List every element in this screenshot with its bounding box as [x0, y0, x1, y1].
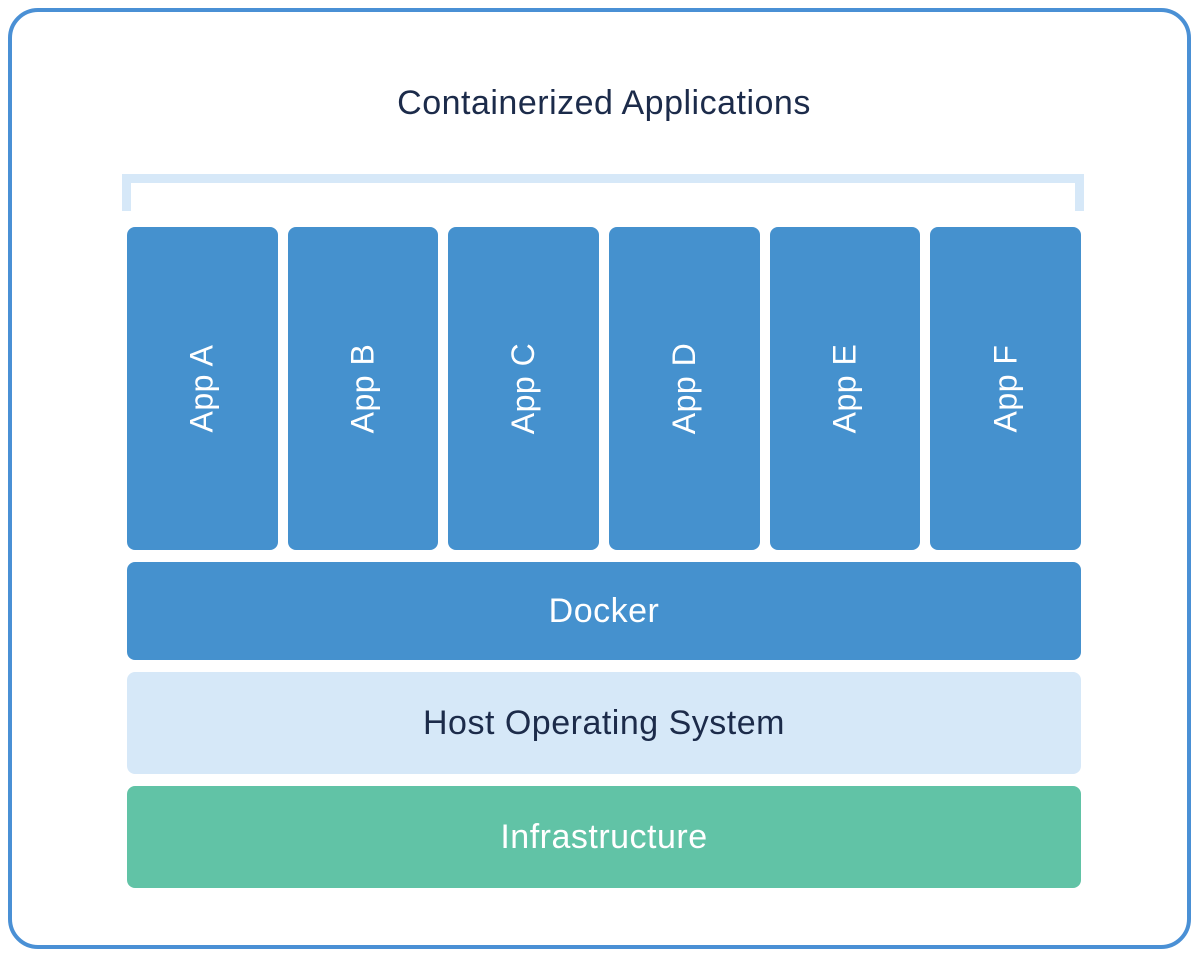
infrastructure-layer: Infrastructure [127, 786, 1081, 888]
app-container-e: App E [769, 227, 921, 550]
app-container-f: App F [930, 227, 1081, 550]
infrastructure-layer-label: Infrastructure [500, 817, 708, 856]
app-container-a: App A [127, 227, 278, 550]
docker-layer-label: Docker [548, 591, 660, 630]
app-b-label: App B [344, 343, 381, 434]
containers-bracket [122, 174, 1084, 211]
app-container-b: App B [287, 227, 439, 550]
diagram-title: Containerized Applications [397, 84, 811, 122]
app-c-label: App C [505, 342, 542, 435]
app-a-label: App A [183, 344, 220, 433]
app-f-label: App F [987, 344, 1024, 433]
app-container-d: App D [609, 227, 760, 550]
app-e-label: App E [826, 343, 863, 434]
app-d-label: App D [665, 342, 702, 435]
app-container-c: App C [448, 227, 599, 550]
diagram-card: Containerized Applications App A App B A… [8, 8, 1191, 949]
host-os-layer-label: Host Operating System [423, 703, 785, 742]
apps-row: App A App B App C App D App E App F [127, 227, 1081, 550]
docker-layer: Docker [127, 562, 1081, 660]
host-os-layer: Host Operating System [127, 672, 1081, 774]
